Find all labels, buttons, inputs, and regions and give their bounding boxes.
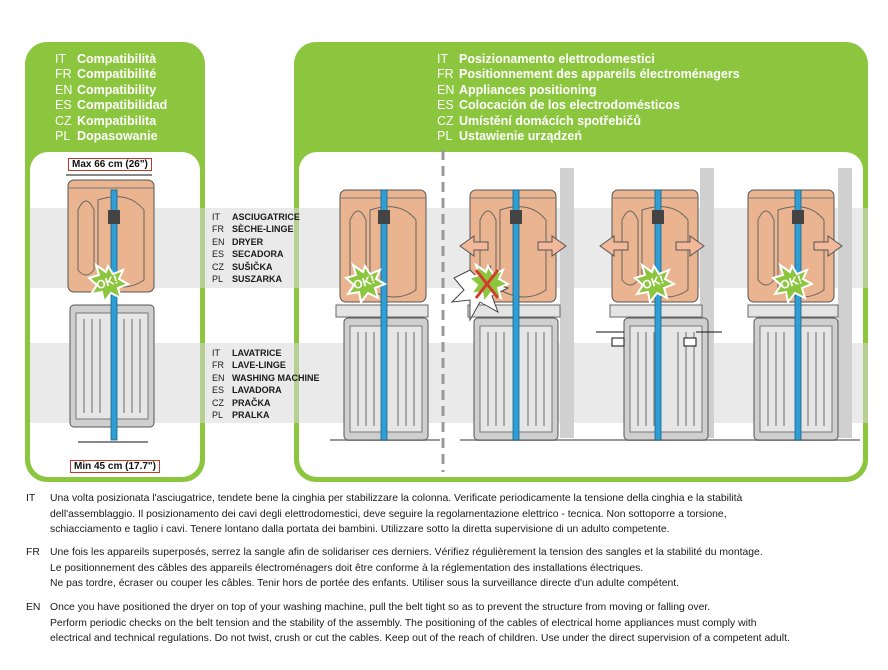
- ok-badge-text: OK!: [640, 272, 665, 292]
- instruction-line: dell'assemblaggio. Il posizionamento dei…: [50, 508, 727, 520]
- instruction-line: electrical and technical regulations. Do…: [50, 633, 790, 645]
- language-code: IT: [26, 493, 36, 504]
- instruction-line: Le positionnement des câbles des apparei…: [50, 562, 644, 574]
- language-code: FR: [26, 547, 40, 558]
- ok-badge-text: OK!: [778, 272, 803, 292]
- washer-band: [30, 343, 868, 423]
- instruction-line: Une fois les appareils superposés, serre…: [50, 547, 763, 558]
- min-width-label: Min 45 cm (17.7"): [70, 460, 160, 473]
- dryer-band: [30, 208, 868, 288]
- language-code: EN: [26, 602, 41, 613]
- instruction-line: Once you have positioned the dryer on to…: [50, 602, 711, 613]
- instructions-it: IT Una volta posizionata l'asciugatrice,…: [26, 491, 868, 539]
- ok-badge-text: OK!: [351, 272, 376, 292]
- instruction-line: Ne pas tordre, écraser ou couper les câb…: [50, 578, 680, 590]
- instructions-en: EN Once you have positioned the dryer on…: [26, 600, 868, 648]
- max-width-label: Max 66 cm (26"): [68, 158, 152, 171]
- instruction-line: Una volta posizionata l'asciugatrice, te…: [50, 493, 743, 504]
- ok-badge-text: OK!: [94, 272, 119, 292]
- instructions-fr: FR Une fois les appareils superposés, se…: [26, 545, 868, 593]
- instruction-line: schiacciamento e taglio i cavi. Tenere l…: [50, 524, 670, 536]
- instruction-line: Perform periodic checks on the belt tens…: [50, 617, 757, 629]
